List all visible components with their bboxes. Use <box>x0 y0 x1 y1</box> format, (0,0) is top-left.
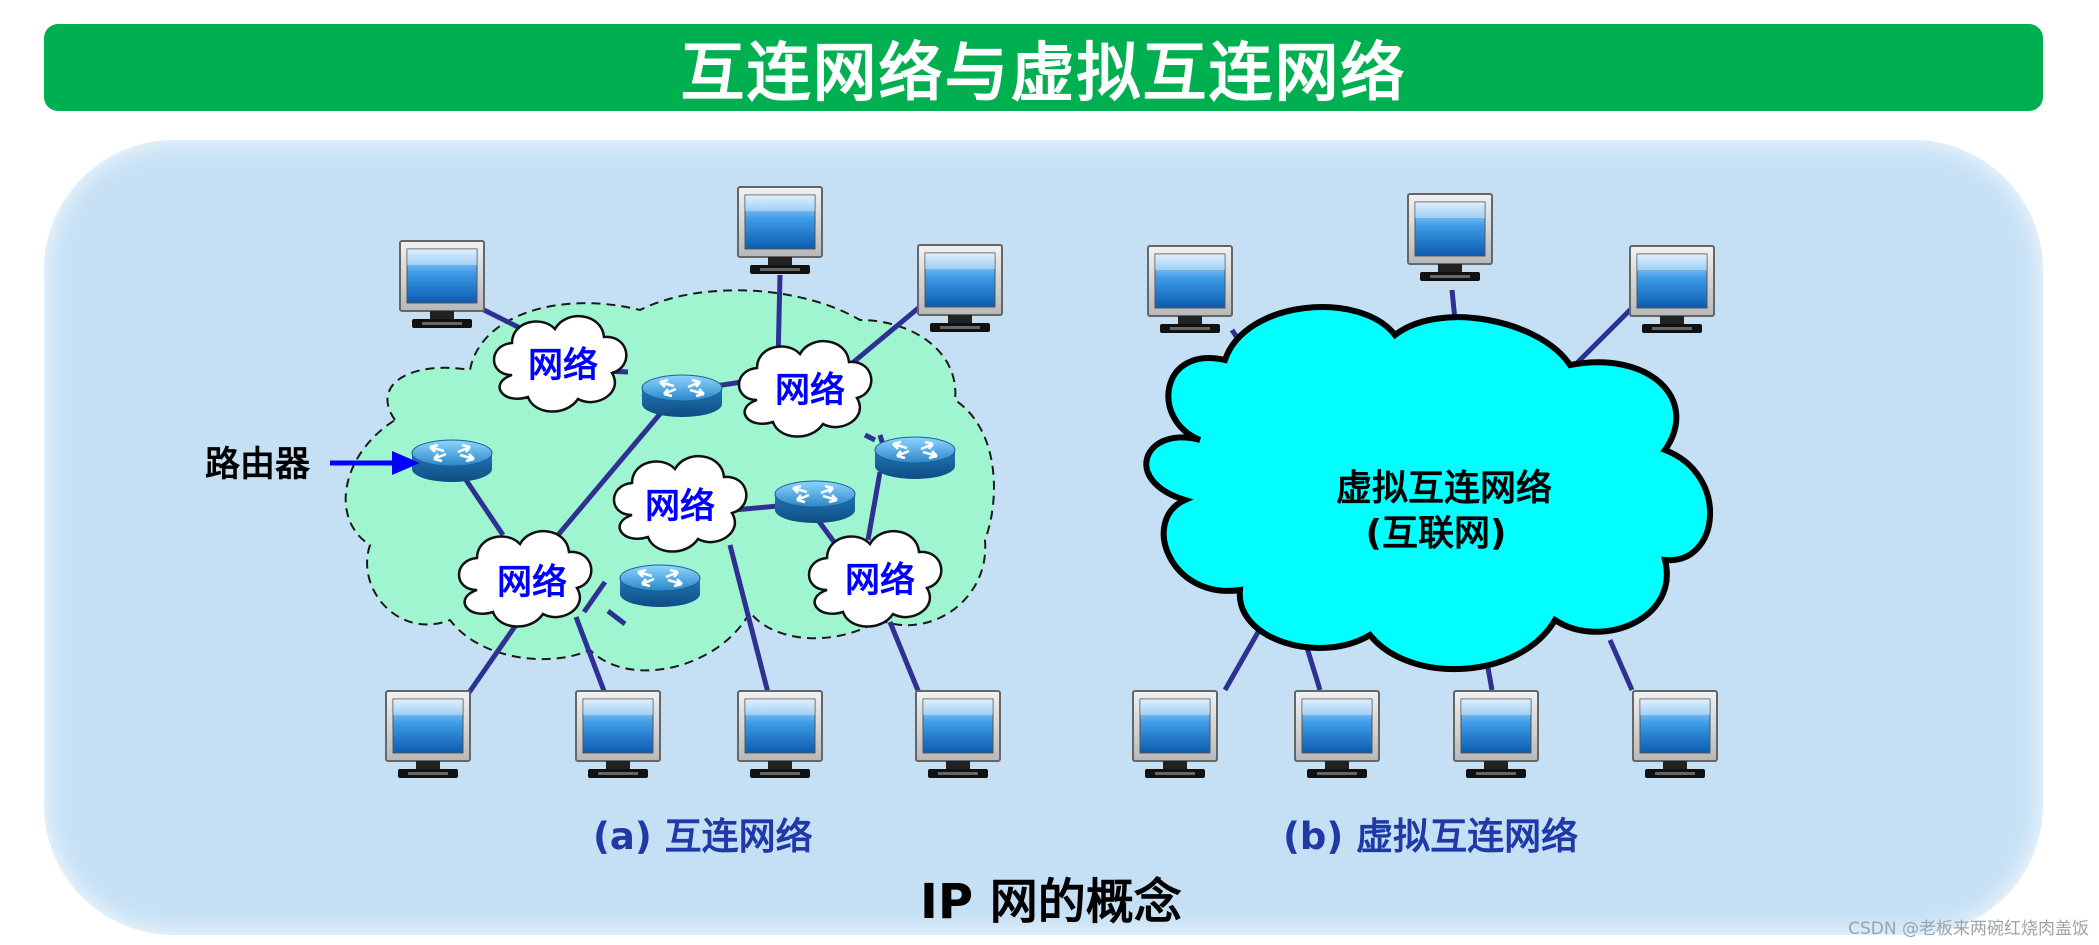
computer-icon <box>1632 690 1718 779</box>
title-bar: 互连网络与虚拟互连网络 <box>44 24 2043 111</box>
network-label: 网络 <box>497 562 567 603</box>
router-icon <box>873 435 957 481</box>
computer-icon <box>915 690 1001 779</box>
computer-icon <box>1629 245 1715 334</box>
caption-b: (b) 虚拟互连网络 <box>1283 815 1579 858</box>
computer-icon <box>917 244 1003 333</box>
computer-icon <box>1407 193 1493 282</box>
page-title: 互连网络与虚拟互连网络 <box>680 36 1407 111</box>
network-label: 网络 <box>845 560 915 601</box>
virtual-cloud-label-2: (互联网) <box>1366 513 1507 554</box>
diagram-b: 虚拟互连网络 (互联网) <box>1132 193 1718 779</box>
network-label: 网络 <box>775 370 845 411</box>
computer-icon <box>385 690 471 779</box>
router-icon <box>640 373 724 419</box>
network-label: 网络 <box>528 345 598 386</box>
router-label: 路由器 <box>205 445 311 485</box>
caption-a: (a) 互连网络 <box>593 815 813 858</box>
network-labels: 网络 网络 网络 网络 网络 <box>497 345 915 603</box>
router-icon <box>410 438 494 484</box>
computer-icon <box>399 240 485 329</box>
diagram-a: 网络 网络 网络 网络 网络 路由器 <box>205 186 1003 779</box>
computer-icon <box>737 690 823 779</box>
router-arrow <box>330 451 420 475</box>
network-label: 网络 <box>645 486 715 527</box>
virtual-cloud-icon <box>1143 304 1714 673</box>
router-icon <box>773 479 857 525</box>
computer-icon <box>1132 690 1218 779</box>
main-caption: IP 网的概念 <box>920 874 1182 930</box>
watermark: CSDN @老板来两碗红烧肉盖饭 <box>1848 919 2089 939</box>
computer-icon <box>1294 690 1380 779</box>
virtual-cloud-label-1: 虚拟互连网络 <box>1336 467 1552 509</box>
computer-icon <box>1453 690 1539 779</box>
arrow-head <box>392 451 420 475</box>
computer-icon <box>737 186 823 275</box>
computer-icon <box>1147 245 1233 334</box>
computer-icon <box>575 690 661 779</box>
router-icon <box>618 563 702 609</box>
